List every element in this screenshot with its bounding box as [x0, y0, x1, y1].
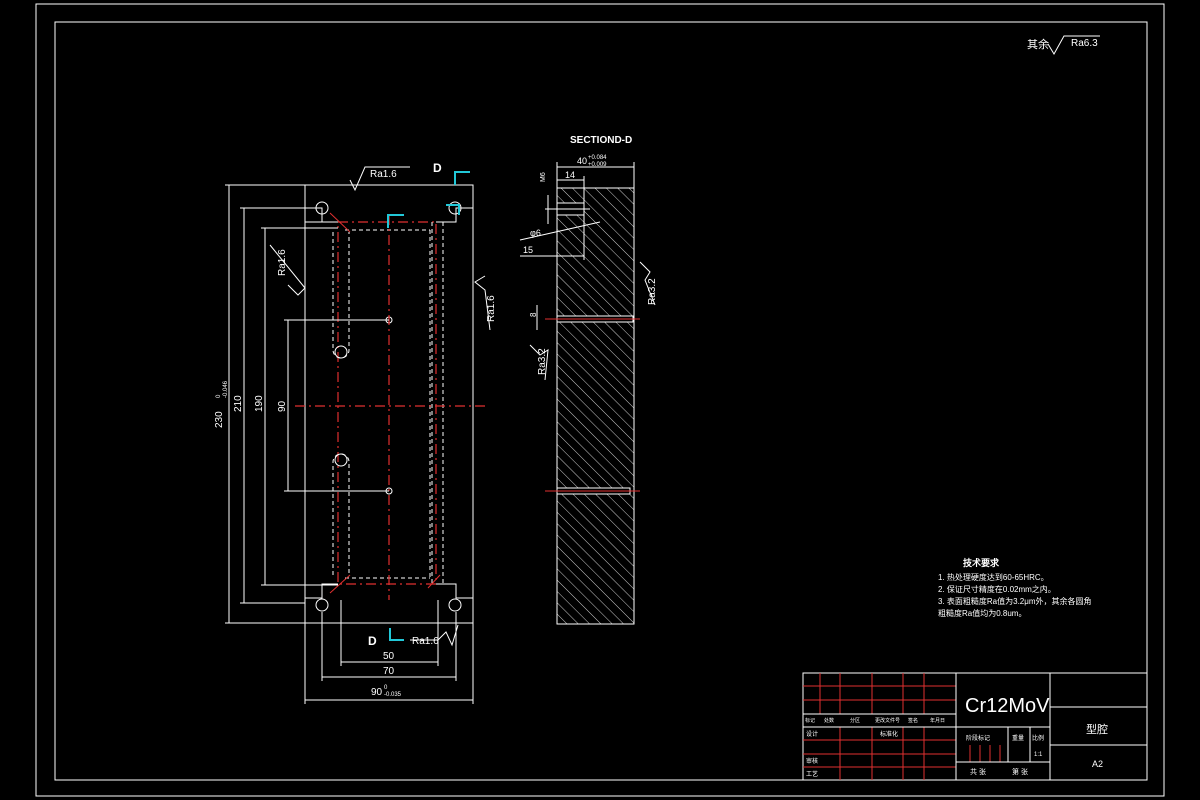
- tech-req-item-3: 3. 表面粗糙度Ra值为3.2μm外，其余各圆角: [938, 596, 1092, 606]
- row-standardize: 标准化: [880, 730, 898, 738]
- sheet-number: 第 张: [1012, 767, 1028, 776]
- sheet-size: A2: [1092, 759, 1103, 769]
- roughness-section-left: Ra3.2: [537, 348, 548, 375]
- upper-slot: [332, 232, 350, 359]
- col-label-zone: 分区: [850, 717, 860, 724]
- technical-requirements: 技术要求 1. 热处理硬度达到60-65HRC。 2. 保证尺寸精度在0.02m…: [938, 557, 1092, 618]
- corner-hole-bl: [315, 598, 329, 612]
- tech-req-item-2: 2. 保证尺寸精度在0.02mm之内。: [938, 584, 1056, 594]
- section-marker-top: D: [433, 161, 442, 175]
- dim-8: 8: [529, 312, 538, 317]
- roughness-section-right: Ra3.2: [647, 278, 658, 305]
- col-label-signature: 签名: [908, 717, 918, 724]
- scale-value: 1:1: [1034, 752, 1043, 758]
- part-name: 型腔: [1086, 722, 1108, 736]
- tech-req-item-1: 1. 热处理硬度达到60-65HRC。: [938, 572, 1049, 582]
- dim-40-tol-lower: +0.009: [588, 162, 607, 168]
- dim-15: 15: [523, 245, 533, 255]
- roughness-prefix: 其余: [1027, 37, 1049, 51]
- section-arrow-bottom-icon: [389, 628, 404, 641]
- dim-40: 40: [577, 156, 587, 166]
- roughness-symbol-icon: [1047, 35, 1100, 55]
- roughness-default-value: Ra6.3: [1071, 38, 1098, 49]
- sheet-total: 共 张: [970, 767, 986, 776]
- dim-230-tol-lower: -0.046: [223, 380, 229, 398]
- dim-90-tol-lower: -0.035: [384, 692, 402, 698]
- dim-m6: M6: [540, 172, 547, 182]
- col-label-count: 处数: [824, 717, 834, 724]
- dim-40-tol-upper: +0.084: [588, 155, 607, 161]
- roughness-left: Ra1.6: [277, 249, 288, 276]
- dim-90-horizontal: 90: [371, 687, 383, 698]
- roughness-bottom: Ra1.6: [412, 636, 439, 647]
- scale-label: 比例: [1032, 734, 1044, 742]
- tech-req-title: 技术要求: [963, 557, 1000, 568]
- corner-hole-tr: [448, 201, 462, 215]
- row-design: 设计: [806, 730, 818, 738]
- cavity-outline: [337, 221, 437, 585]
- outer-border: [35, 3, 1165, 797]
- dim-230: 230: [214, 411, 225, 428]
- plate-outline: [304, 184, 474, 624]
- dim-50: 50: [383, 651, 395, 662]
- dim-90-vertical: 90: [277, 400, 288, 412]
- dim-14: 14: [565, 170, 575, 180]
- material-name: Cr12MoV: [965, 695, 1050, 717]
- dim-90-tol-upper: 0: [384, 685, 388, 691]
- front-view: D D Ra1.6 Ra1.6 Ra1.6 Ra1.6 230 0 -0.046…: [214, 161, 497, 704]
- stage-label: 阶段标记: [966, 734, 990, 742]
- corner-hole-tl: [315, 201, 329, 215]
- lower-slot: [332, 453, 350, 575]
- weight-label: 重量: [1012, 734, 1024, 742]
- row-process: 工艺: [806, 770, 818, 778]
- default-roughness: 其余 Ra6.3: [1027, 35, 1100, 55]
- col-label-mark: 标记: [805, 717, 815, 724]
- dim-phi6: φ6: [530, 228, 541, 238]
- tech-req-item-4: 粗糙度Ra值均为0.8um。: [938, 608, 1026, 618]
- dim-230-tol-upper: 0: [216, 394, 222, 398]
- dim-70: 70: [383, 666, 395, 677]
- dim-190: 190: [254, 395, 265, 412]
- title-block: Cr12MoV 型腔 标记 处数 分区 更改文件号 签名 年月日 设计 标准化 …: [802, 672, 1148, 781]
- section-marker-bottom: D: [368, 634, 377, 648]
- section-hatched-body: [556, 187, 635, 625]
- section-title: SECTIOND-D: [570, 135, 632, 146]
- section-view: SECTIOND-D 40 +0.084 +0.009 14 M6 φ6 15 …: [519, 135, 658, 625]
- row-review: 审核: [806, 757, 818, 765]
- roughness-top: Ra1.6: [370, 169, 397, 180]
- inner-frame: [54, 21, 1148, 781]
- corner-hole-br: [448, 598, 462, 612]
- col-label-change-doc: 更改文件号: [875, 717, 900, 724]
- col-label-date: 年月日: [930, 717, 945, 724]
- roughness-right: Ra1.6: [486, 295, 497, 322]
- dim-210: 210: [233, 395, 244, 412]
- section-arrow-top-icon: [454, 171, 470, 185]
